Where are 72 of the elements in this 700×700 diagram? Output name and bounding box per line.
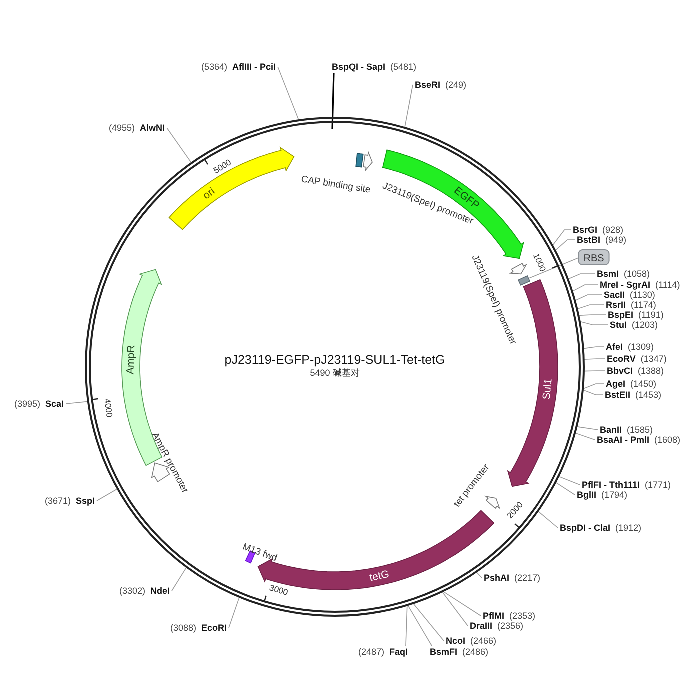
tick-label: 1000: [531, 252, 548, 274]
site-label: RsrII (1174): [606, 300, 656, 310]
site-label: AfeI (1309): [606, 342, 654, 352]
site-label: BbvCI (1388): [607, 366, 664, 376]
site-label: (3088) EcoRI: [170, 623, 227, 633]
site-label: BseRI (249): [415, 80, 467, 90]
leader-line: [574, 294, 602, 302]
leader-line: [558, 476, 580, 486]
feature-block: CAP binding site: [300, 153, 372, 196]
leader-line: [554, 240, 576, 252]
leader-line: [404, 84, 414, 128]
tick-label: 4000: [102, 398, 115, 418]
leader-line: [66, 401, 89, 404]
site-label: DraIII (2356): [470, 621, 524, 631]
leader-line: [584, 370, 606, 372]
site-label: (3302) NdeI: [119, 586, 170, 596]
leader-line: [576, 304, 604, 310]
leader-line: [407, 604, 432, 646]
leader-line: [576, 426, 598, 430]
leader-line: [568, 274, 596, 280]
site-label: BspQI - SapI (5481): [332, 62, 417, 72]
leader-line: [278, 66, 300, 121]
leader-line: [228, 596, 240, 628]
leader-line: [582, 384, 604, 390]
leader-line: [579, 321, 608, 326]
leader-line: [96, 488, 118, 502]
site-label: PflMI (2353): [483, 611, 536, 621]
leader-line: [582, 390, 604, 396]
site-label: SacII (1130): [604, 290, 656, 300]
site-label: PflFI - Tth111I (1771): [582, 480, 672, 490]
site-label: AgeI (1450): [606, 379, 657, 389]
leader-line: [442, 591, 468, 626]
site-label: NcoI (2466): [446, 636, 497, 646]
feature-badge: RBS: [578, 250, 610, 266]
plasmid-size-label: 5490 碱基对: [310, 368, 360, 378]
leader-line: [572, 284, 598, 292]
site-label: BglII (1794): [577, 490, 628, 500]
leader-line: [412, 603, 444, 642]
feature-block: [518, 275, 531, 286]
site-label: StuI (1203): [610, 320, 658, 330]
site-label: BstBI (949): [577, 235, 627, 245]
site-label: BspDI - ClaI (1912): [560, 523, 642, 533]
site-label: BspEI (1191): [608, 310, 664, 320]
plasmid-title: pJ23119-EGFP-pJ23119-SUL1-Tet-tetG: [224, 353, 446, 367]
leader-line: [529, 258, 580, 279]
leader-line: [442, 591, 482, 616]
leader-line: [555, 482, 576, 496]
site-label: (5364) AflIII - PciI: [201, 62, 276, 72]
leader-line: [166, 128, 192, 164]
site-label: EcoRV (1347): [607, 354, 667, 364]
leader-line: [476, 572, 482, 578]
site-label: (4955) AlwNI: [108, 123, 165, 133]
leader-line: [578, 314, 606, 316]
leader-line: [584, 358, 606, 360]
site-label: BsrGI (928): [573, 225, 624, 235]
leader-line: [538, 510, 558, 528]
leader-line: [582, 346, 604, 350]
leader-line: [332, 72, 335, 130]
site-label: (2487) FaqI: [358, 647, 408, 657]
site-label: BsaAI - PmlI (1608): [597, 435, 681, 445]
leader-line: [406, 604, 408, 646]
leader-line: [172, 566, 188, 592]
site-label: BstEII (1453): [605, 390, 662, 400]
site-label: MreI - SgrAI (1114): [600, 280, 680, 290]
site-label: (3995) ScaI: [14, 399, 64, 409]
tick-label: 5000: [212, 157, 234, 176]
site-label: (3671) SspI: [44, 496, 95, 506]
site-label: BsmFI (2486): [430, 647, 489, 657]
site-label: BsmI (1058): [597, 269, 650, 279]
leader-line: [552, 230, 572, 246]
leader-line: [574, 432, 596, 440]
site-label: BanII (1585): [600, 425, 654, 435]
